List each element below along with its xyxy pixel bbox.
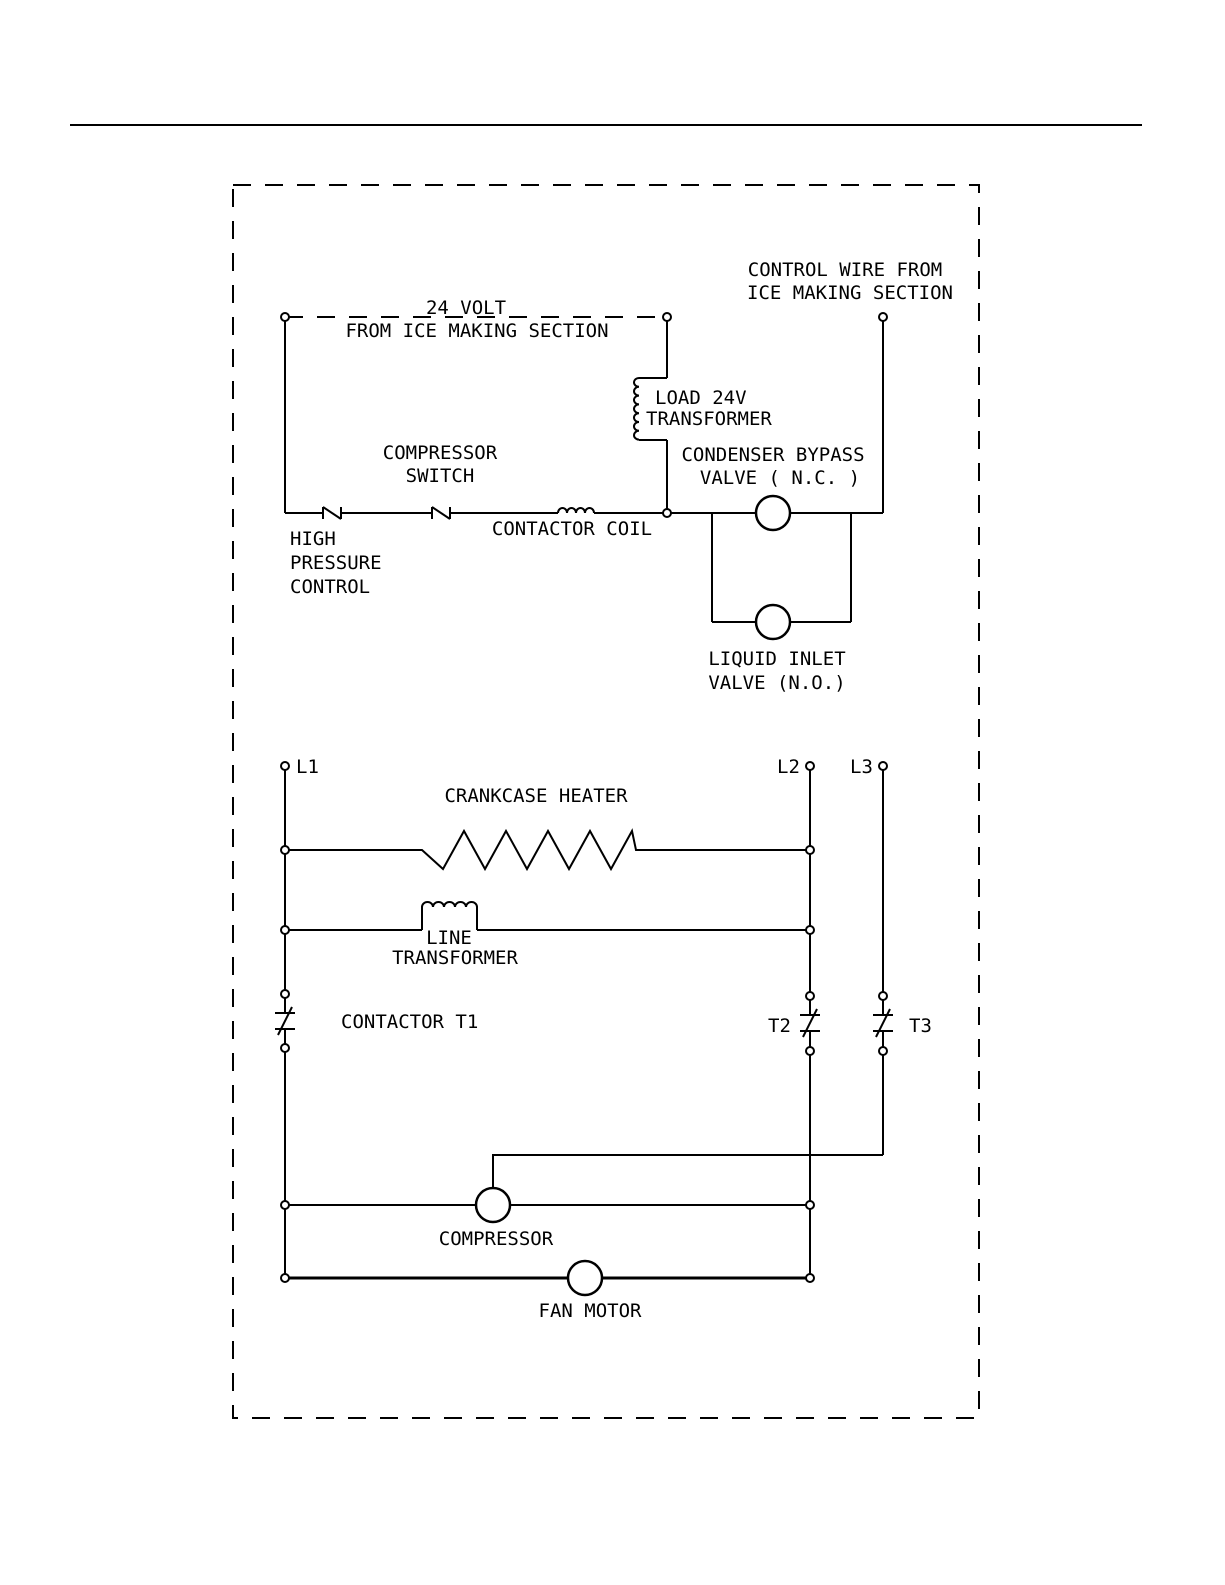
contactor-t2-contact [800,996,820,1051]
terminal-l1 [281,762,289,770]
high-pressure-control-switch [323,507,341,519]
label-t2: T2 [768,1015,791,1037]
label-l1: L1 [296,756,319,778]
liquid-inlet-valve [756,605,790,639]
label-line: LINE [426,927,472,949]
junction-node [879,992,887,1000]
contactor-t3-contact [873,996,893,1051]
line-transformer-coil [422,902,477,907]
label-control-wire: CONTROL WIRE FROM [748,259,942,281]
label-liquid-inlet-valve: VALVE (N.O.) [708,672,845,694]
label-condenser-bypass: CONDENSER BYPASS [681,444,864,466]
crankcase-heater-resistor [285,831,810,869]
label-contactor-t1: CONTACTOR T1 [341,1011,478,1033]
terminal-l3 [879,762,887,770]
terminal-node [879,313,887,321]
terminal-l2 [806,762,814,770]
label-24-volt: 24 VOLT [426,297,506,319]
label-high-pressure-2: PRESSURE [290,552,382,574]
label-condenser-bypass-valve: VALVE ( N.C. ) [700,467,860,489]
junction-node [281,846,289,854]
label-t3: T3 [909,1015,932,1037]
label-compressor-switch: COMPRESSOR [383,442,498,464]
contactor-coil-symbol [558,508,594,513]
label-line-transformer: TRANSFORMER [392,947,518,969]
label-load-24v: LOAD 24V [655,387,747,409]
label-liquid-inlet: LIQUID INLET [708,648,845,670]
labels: 24 VOLT FROM ICE MAKING SECTION CONTROL … [290,259,953,1322]
label-high-pressure-3: CONTROL [290,576,370,598]
junction-node [281,1201,289,1209]
junction-node [806,992,814,1000]
label-high-pressure: HIGH [290,528,336,550]
junction-node [806,926,814,934]
junction-node [806,1201,814,1209]
label-from-ice-making: FROM ICE MAKING SECTION [345,320,608,342]
label-control-wire-source: ICE MAKING SECTION [747,282,953,304]
junction-node [281,1274,289,1282]
terminal-node [281,313,289,321]
compressor-switch [432,507,450,519]
contactor-t1-contact [275,994,295,1048]
label-fan-motor: FAN MOTOR [539,1300,643,1322]
label-contactor-coil: CONTACTOR COIL [492,518,652,540]
junction-node [663,509,671,517]
label-l2: L2 [777,756,800,778]
junction-node [806,846,814,854]
terminal-node [663,313,671,321]
junction-node [806,1274,814,1282]
fan-motor [568,1261,602,1295]
label-compressor: COMPRESSOR [439,1228,554,1250]
junction-node [281,1044,289,1052]
junction-node [281,990,289,998]
condenser-bypass-valve [756,496,790,530]
junction-node [806,1047,814,1055]
compressor-motor [476,1188,510,1222]
label-compressor-switch-2: SWITCH [406,465,475,487]
label-crankcase-heater: CRANKCASE HEATER [444,785,628,807]
label-load-transformer: TRANSFORMER [646,408,772,430]
load-transformer-coil [634,378,639,440]
junction-node [281,926,289,934]
junction-node [879,1047,887,1055]
label-l3: L3 [850,756,873,778]
